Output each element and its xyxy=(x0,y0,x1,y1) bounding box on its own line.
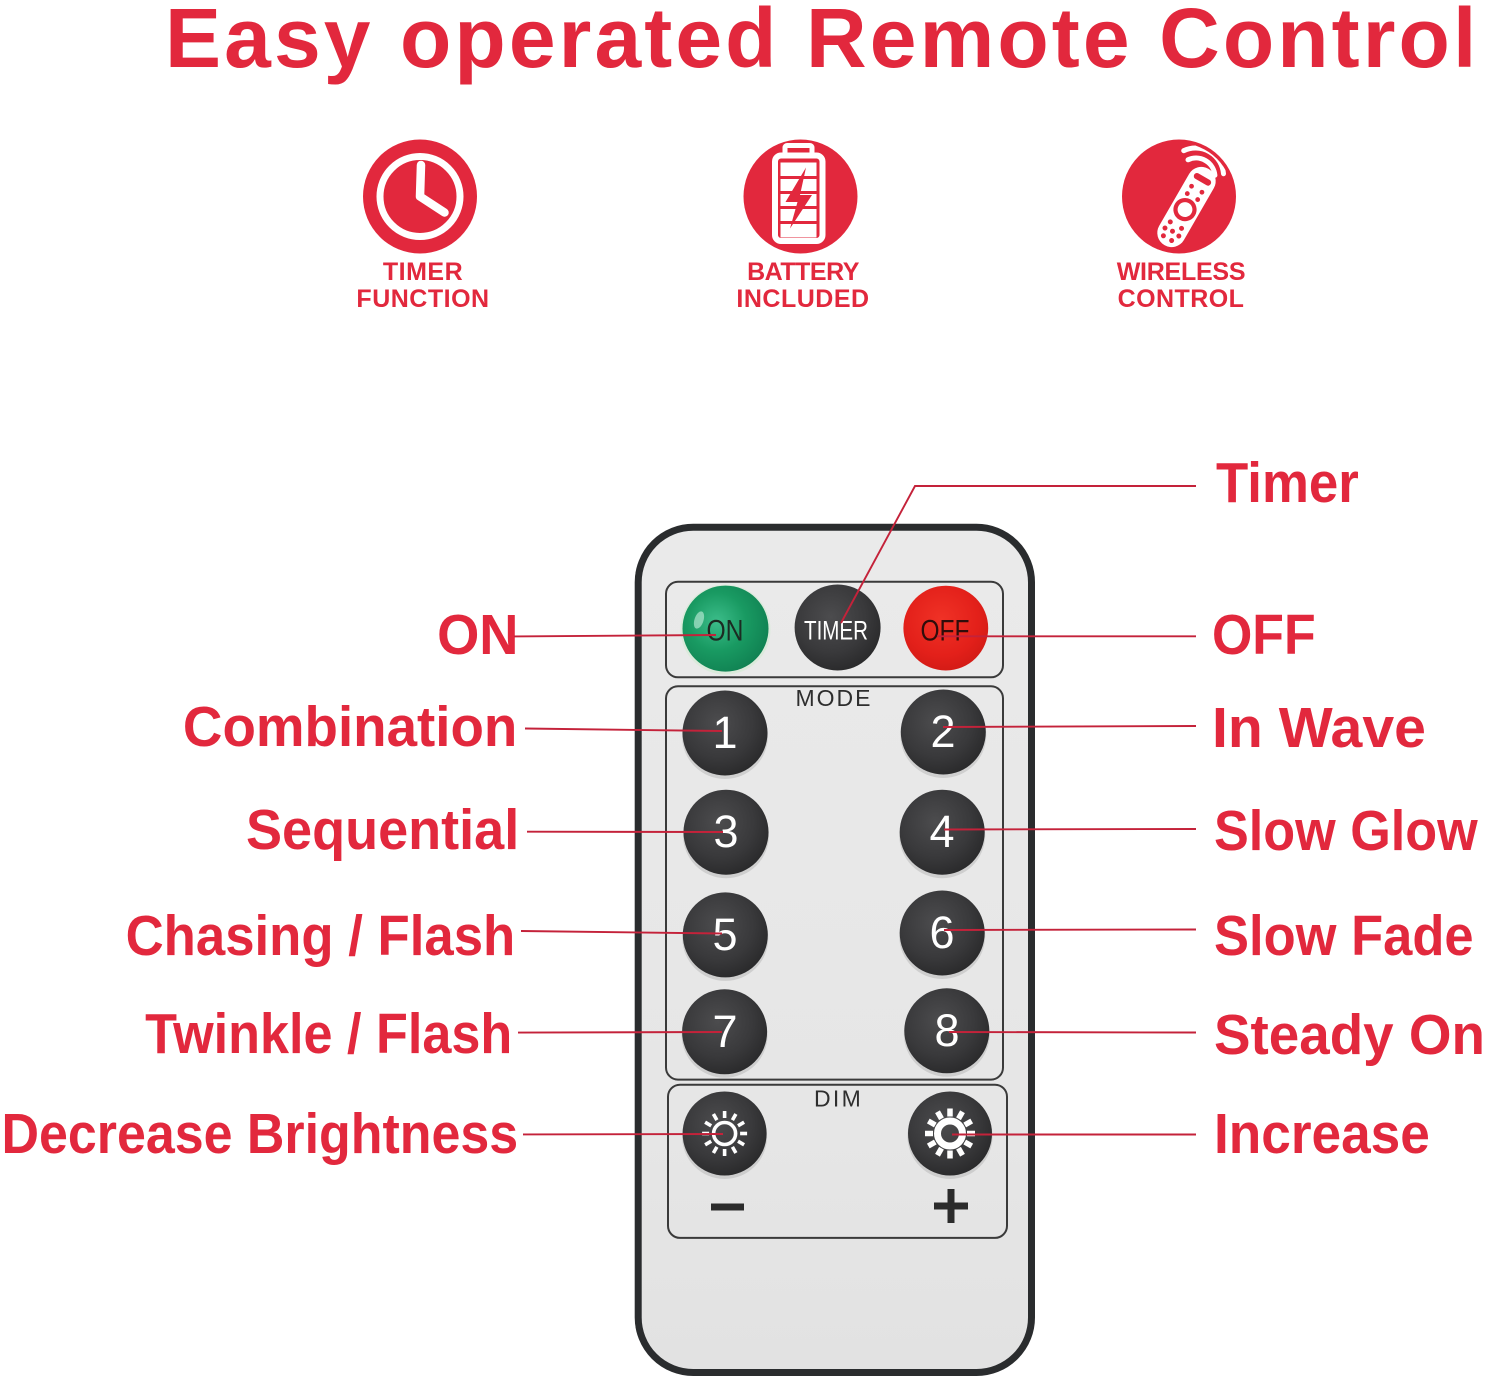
svg-text:MODE: MODE xyxy=(796,685,873,711)
svg-text:8: 8 xyxy=(934,1005,959,1056)
svg-text:OFF: OFF xyxy=(921,615,970,648)
svg-text:6: 6 xyxy=(929,907,954,958)
svg-text:2: 2 xyxy=(930,706,955,757)
svg-text:ON: ON xyxy=(707,615,744,648)
svg-text:4: 4 xyxy=(929,806,954,857)
svg-text:5: 5 xyxy=(712,909,737,960)
svg-text:TIMER: TIMER xyxy=(804,616,868,646)
svg-text:1: 1 xyxy=(712,707,737,758)
svg-text:DIM: DIM xyxy=(814,1086,863,1112)
